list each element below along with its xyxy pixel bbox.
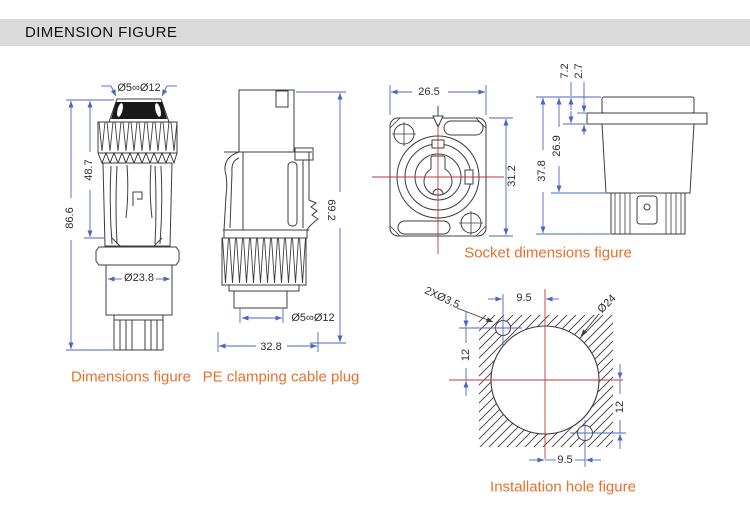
socket-side-dimension-lines	[536, 82, 610, 235]
socket-front-depth-dim: 7.2	[559, 63, 571, 79]
socket-total-depth-dim: 37.8	[536, 160, 548, 182]
plug-caption: Dimensions figure	[70, 368, 192, 386]
install-offset-top-dim: 9.5	[516, 292, 532, 304]
install-offset-left-dim: 12	[460, 348, 472, 362]
pe-plug-width-dim: 32.8	[260, 341, 282, 353]
plug-body-diameter-dim: Ø23.8	[124, 272, 154, 284]
plug-total-height-dim: 86.6	[64, 207, 76, 229]
socket-body-depth-dim: 26.9	[551, 135, 563, 157]
plug-dimension-lines	[66, 85, 177, 351]
pe-plug-drawing	[221, 89, 319, 309]
socket-flange-width-dim: 26.5	[418, 86, 440, 98]
installation-caption: Installation hole figure	[490, 478, 636, 496]
installation-hole-drawing	[449, 289, 626, 467]
plug-upper-height-dim: 48.7	[83, 159, 95, 181]
socket-caption: Socket dimensions figure	[464, 244, 632, 262]
socket-front-dimension-lines	[389, 85, 513, 237]
pe-plug-caption: PE clamping cable plug	[202, 368, 360, 386]
pe-plug-dimension-lines	[217, 91, 346, 352]
plug-cable-range-dim: Ø5∞Ø12	[117, 82, 161, 94]
page-title: DIMENSION FIGURE	[25, 24, 178, 41]
socket-flange-thickness-dim: 2.7	[573, 63, 585, 79]
socket-side-drawing	[586, 96, 708, 235]
pe-plug-height-dim: 69.2	[325, 199, 337, 221]
install-offset-right-dim: 12	[614, 400, 626, 414]
plug-front-drawing	[95, 98, 180, 351]
socket-front-centerlines	[372, 124, 504, 254]
install-offset-bottom-dim: 9.5	[557, 454, 573, 466]
socket-flange-height-dim: 31.2	[506, 165, 518, 187]
header-band: DIMENSION FIGURE	[0, 19, 750, 46]
pe-plug-cable-range-dim: Ø5∞Ø12	[291, 312, 335, 324]
